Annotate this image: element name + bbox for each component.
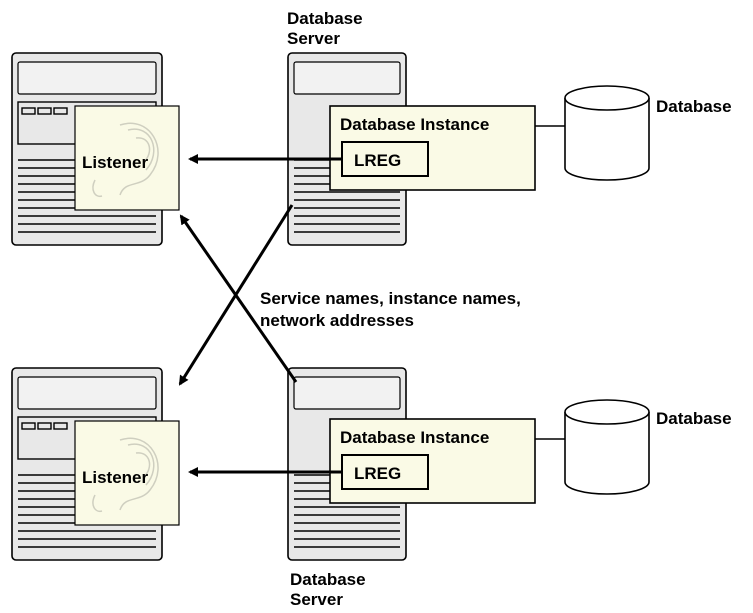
bottom-server-label-line1: Database [290, 570, 366, 589]
database-instance-box-bottom: Database Instance LREG [329, 418, 536, 504]
lreg-label-bottom: LREG [354, 464, 401, 483]
ear-icon [92, 437, 159, 513]
annotation-line2: network addresses [260, 311, 414, 330]
annotation-line1: Service names, instance names, [260, 289, 521, 308]
database-instance-box-top: Database Instance LREG [329, 105, 536, 191]
listener-label-top: Listener [82, 153, 149, 172]
database-label-top: Database [656, 97, 732, 116]
top-server-label-line2: Server [287, 29, 340, 48]
arrow-bottom-server-to-listener-top [179, 214, 298, 383]
database-cylinder-bottom [564, 399, 650, 495]
listener-box-bottom: Listener [74, 420, 180, 526]
instance-label-top: Database Instance [340, 115, 489, 134]
database-cylinder-top [564, 85, 650, 181]
lreg-label-top: LREG [354, 151, 401, 170]
bottom-server-label-line2: Server [290, 590, 343, 609]
ear-icon [92, 122, 159, 198]
listener-label-bottom: Listener [82, 468, 149, 487]
database-label-bottom: Database [656, 409, 732, 428]
instance-label-bottom: Database Instance [340, 428, 489, 447]
arrow-top-server-to-listener-bottom [178, 204, 294, 386]
top-server-label-line1: Database [287, 9, 363, 28]
listener-box-top: Listener [74, 105, 180, 211]
